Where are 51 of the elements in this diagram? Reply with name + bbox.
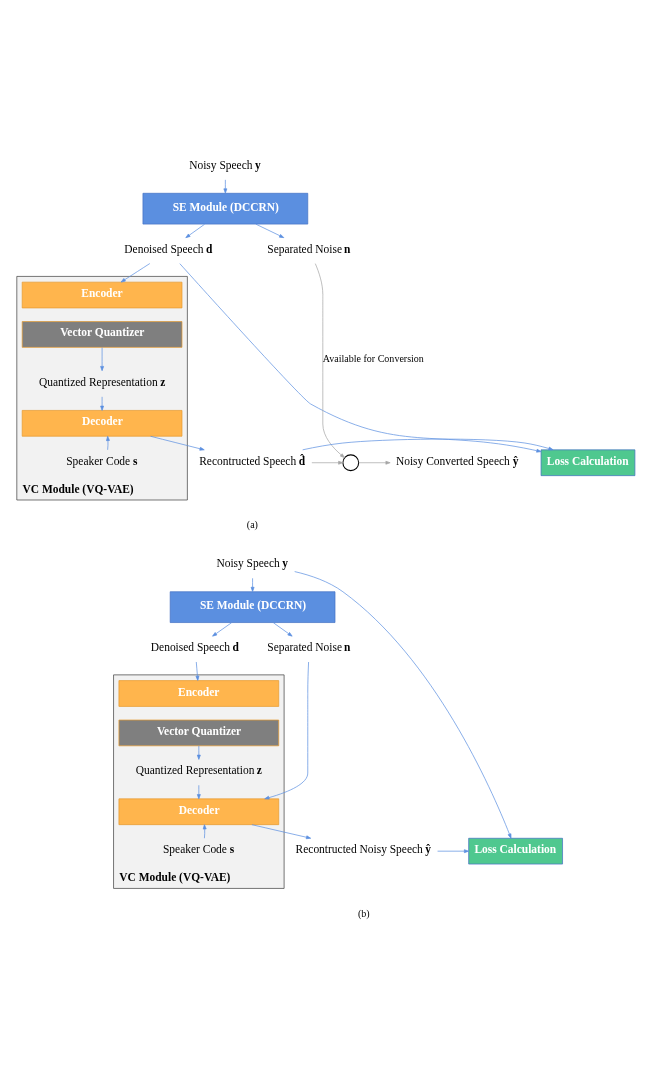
arrow	[195, 661, 200, 681]
node-text: Speaker Code s	[163, 843, 235, 856]
arrow	[294, 571, 512, 839]
node-box: Encoder	[118, 680, 280, 707]
arrow	[212, 622, 232, 637]
arrow	[264, 661, 309, 800]
arrow	[100, 347, 104, 372]
node-box: Vector Quantizer	[21, 321, 183, 348]
arrow	[314, 263, 345, 459]
node-text: Separated Noise n	[267, 641, 351, 654]
node-text: Recontructed Speech d̂	[199, 454, 306, 467]
arrow	[273, 622, 293, 637]
arrow	[100, 396, 104, 411]
label: (a)	[246, 519, 258, 531]
label: (b)	[357, 907, 370, 919]
arrow	[302, 438, 554, 451]
node-text: Noisy Speech y	[216, 557, 289, 570]
node-box: Loss Calculation	[540, 449, 636, 476]
node-box: Encoder	[21, 281, 183, 309]
node-text: Denoised Speech d	[150, 641, 239, 654]
arrow	[185, 223, 205, 239]
node-box: Decoder	[21, 410, 183, 437]
edge-label: Available for Conversion	[322, 352, 424, 364]
arrow	[202, 824, 207, 839]
node-text: Denoised Speech d	[124, 242, 213, 255]
arrow	[255, 223, 285, 238]
node-text: Quantized Representation z	[39, 375, 166, 388]
arrow	[437, 849, 469, 854]
arrow	[197, 784, 201, 800]
node-box: Decoder	[118, 798, 280, 825]
node-box: SE Module (DCCRN)	[169, 591, 336, 623]
arrow	[358, 460, 391, 465]
arrow	[251, 824, 312, 840]
arrow	[311, 460, 344, 465]
arrow	[250, 577, 255, 592]
node-text: Noisy Converted Speech ŷ	[395, 454, 519, 467]
node-text: Recontructed Noisy Speech ŷ	[295, 843, 432, 856]
node-text: Noisy Speech y	[189, 158, 261, 171]
arrow	[223, 179, 228, 194]
arrow	[197, 745, 201, 760]
node-box: SE Module (DCCRN)	[142, 192, 309, 225]
node-text: Separated Noise n	[267, 242, 351, 255]
node-text: Quantized Representation z	[135, 764, 262, 777]
arrow	[120, 263, 151, 283]
arrow	[150, 435, 205, 451]
node-box: Loss Calculation	[468, 837, 563, 865]
arrow	[179, 263, 542, 453]
node-text: Speaker Code s	[66, 454, 138, 467]
node-box: Vector Quantizer	[118, 719, 280, 747]
node-circle	[342, 454, 360, 472]
arrow	[106, 435, 110, 451]
